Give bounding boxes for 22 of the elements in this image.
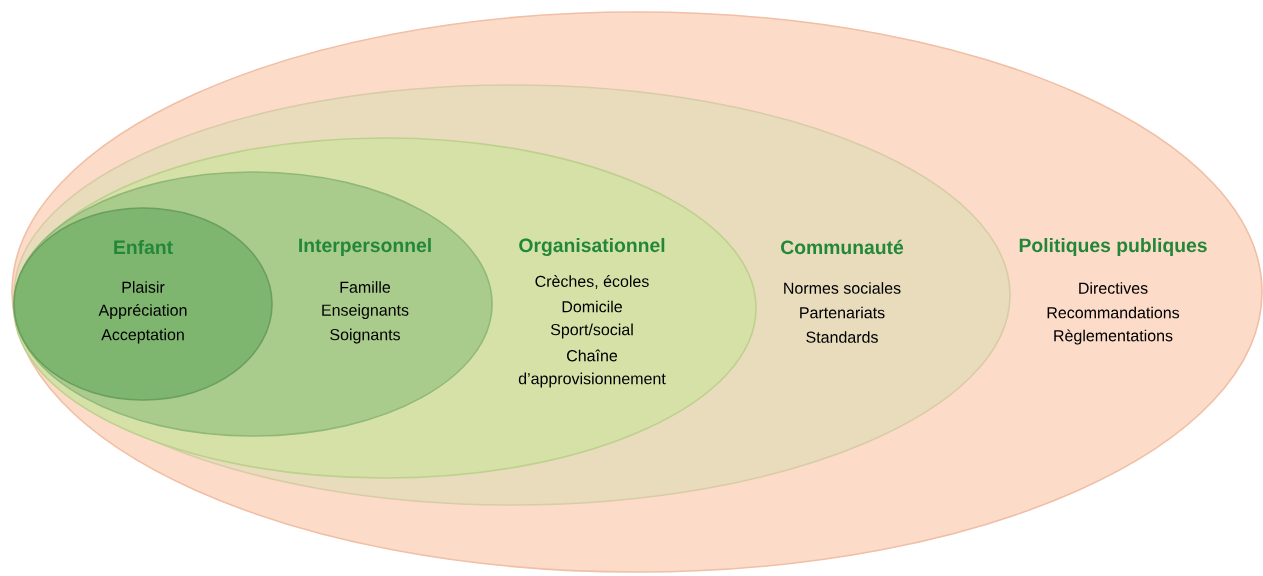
region-item: Normes sociales bbox=[784, 282, 901, 294]
region-item: Standards bbox=[806, 331, 878, 343]
region-item: Chaîne bbox=[567, 349, 618, 362]
region-item: Plaisir bbox=[122, 281, 165, 293]
region-item: Règlementations bbox=[1054, 329, 1173, 345]
region-item: Crèches, écoles bbox=[535, 275, 649, 289]
region-item: d’approvisionnement bbox=[518, 372, 666, 388]
region-item: Domicile bbox=[562, 300, 622, 313]
region-item: Sport/social bbox=[550, 323, 633, 339]
region-item: Recommandations bbox=[1047, 306, 1180, 319]
region-heading: Politiques publiques bbox=[1019, 238, 1207, 256]
region-heading: Communauté bbox=[781, 239, 904, 255]
region-item: Partenariats bbox=[800, 306, 885, 319]
region-heading: Organisationnel bbox=[519, 237, 665, 257]
region-item: Famille bbox=[340, 281, 391, 293]
region-item: Acceptation bbox=[101, 328, 184, 344]
region-item: Directives bbox=[1079, 282, 1148, 294]
region-item: Appréciation bbox=[98, 303, 187, 320]
region-heading: Interpersonnel bbox=[299, 238, 431, 256]
region-item: Enseignants bbox=[322, 304, 409, 319]
region-item: Soignants bbox=[330, 328, 400, 344]
region-heading: Enfant bbox=[114, 239, 173, 255]
